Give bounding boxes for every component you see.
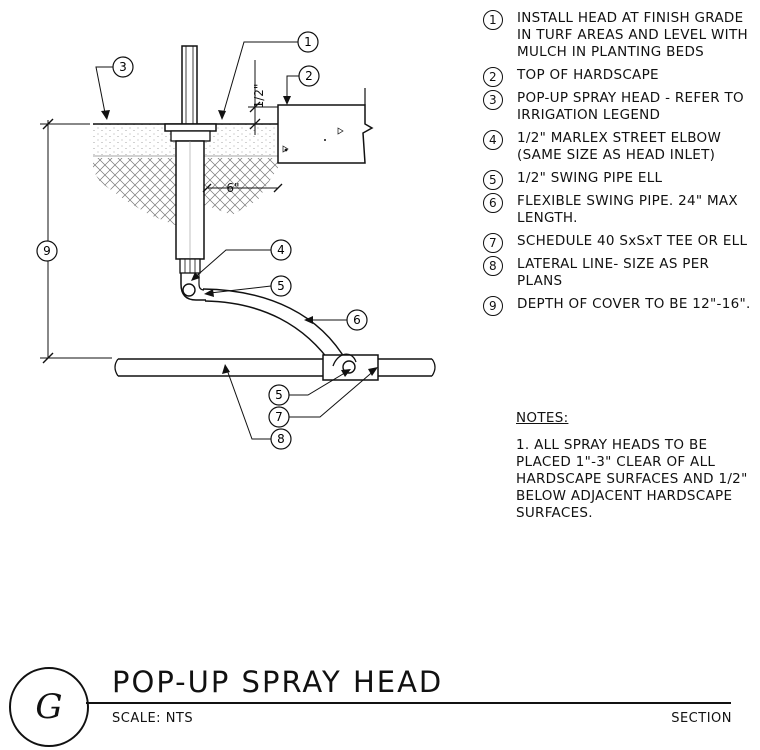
callout-5a-label: 5 — [277, 279, 285, 293]
callout-9: 9 — [36, 240, 58, 262]
callout-5b: 5 — [268, 369, 351, 406]
legend-text: 1/2" MARLEX STREET ELBOW (SAME SIZE AS H… — [517, 130, 722, 163]
legend-number: 1 — [483, 10, 503, 30]
callout-2-label: 2 — [305, 69, 313, 83]
callout-2: 2 — [283, 65, 320, 105]
legend-item: 6 FLEXIBLE SWING PIPE. 24" MAX LENGTH. — [483, 193, 753, 227]
legend-item: 7 SCHEDULE 40 SxSxT TEE OR ELL — [483, 233, 753, 253]
legend-number: 5 — [483, 170, 503, 190]
legend-number: 6 — [483, 193, 503, 213]
legend-item: 2 TOP OF HARDSCAPE — [483, 67, 753, 87]
detail-drawing: 6" 1/2" 1 2 3 4 5 — [36, 31, 436, 450]
legend: 1 INSTALL HEAD AT FINISH GRADE IN TURF A… — [483, 10, 753, 319]
callout-3: 3 — [95, 56, 134, 120]
lateral-line — [114, 358, 436, 377]
legend-number: 7 — [483, 233, 503, 253]
callout-3-label: 3 — [119, 60, 127, 74]
tee-fitting — [322, 353, 379, 381]
legend-text: TOP OF HARDSCAPE — [517, 67, 659, 83]
legend-item: 9 DEPTH OF COVER TO BE 12"-16". — [483, 296, 753, 316]
callout-7: 7 — [268, 367, 378, 428]
clearance-dimension: 6" — [202, 181, 283, 195]
legend-text: FLEXIBLE SWING PIPE. 24" MAX LENGTH. — [517, 193, 738, 226]
callout-1: 1 — [218, 31, 319, 120]
legend-number: 9 — [483, 296, 503, 316]
height-label: 1/2" — [252, 84, 266, 109]
callout-4: 4 — [191, 239, 292, 281]
callout-6: 6 — [304, 309, 368, 331]
legend-item: 1 INSTALL HEAD AT FINISH GRADE IN TURF A… — [483, 10, 753, 61]
notes-heading: NOTES: — [516, 410, 569, 426]
callout-8: 8 — [222, 364, 292, 450]
callout-4-label: 4 — [277, 243, 285, 257]
callout-8-label: 8 — [277, 432, 285, 446]
callout-1-label: 1 — [304, 35, 312, 49]
scale-label: SCALE: NTS — [112, 711, 194, 726]
pop-up-spray-head — [164, 45, 217, 274]
hardscape-slab — [277, 88, 374, 164]
legend-item: 5 1/2" SWING PIPE ELL — [483, 170, 753, 190]
detail-letter: G — [35, 687, 63, 727]
callout-5b-label: 5 — [275, 388, 283, 402]
view-label: SECTION — [671, 711, 732, 726]
legend-number: 2 — [483, 67, 503, 87]
legend-text: LATERAL LINE- SIZE AS PER PLANS — [517, 256, 710, 289]
title-block: G POP-UP SPRAY HEAD SCALE: NTS SECTION — [0, 650, 760, 750]
legend-item: 4 1/2" MARLEX STREET ELBOW (SAME SIZE AS… — [483, 130, 753, 164]
depth-dimension — [40, 118, 112, 364]
legend-item: 3 POP-UP SPRAY HEAD - REFER TO IRRIGATIO… — [483, 90, 753, 124]
legend-number: 4 — [483, 130, 503, 150]
legend-number: 3 — [483, 90, 503, 110]
flexible-swing-pipe — [202, 288, 348, 367]
legend-text: POP-UP SPRAY HEAD - REFER TO IRRIGATION … — [517, 90, 744, 123]
callout-9-label: 9 — [43, 244, 51, 258]
legend-text: SCHEDULE 40 SxSxT TEE OR ELL — [517, 233, 748, 249]
legend-text: 1/2" SWING PIPE ELL — [517, 170, 663, 186]
notes-text: 1. ALL SPRAY HEADS TO BE PLACED 1"-3" CL… — [516, 437, 748, 521]
legend-item: 8 LATERAL LINE- SIZE AS PER PLANS — [483, 256, 753, 290]
title-rule — [86, 702, 731, 704]
callout-5a: 5 — [204, 275, 292, 297]
detail-marker: G — [9, 667, 89, 747]
callout-7-label: 7 — [275, 410, 283, 424]
legend-text: INSTALL HEAD AT FINISH GRADE IN TURF ARE… — [517, 10, 748, 60]
height-dimension: 1/2" — [248, 60, 278, 135]
clearance-label: 6" — [226, 181, 239, 195]
drawing-title: POP-UP SPRAY HEAD — [112, 665, 444, 699]
callout-6-label: 6 — [353, 313, 361, 327]
legend-number: 8 — [483, 256, 503, 276]
legend-text: DEPTH OF COVER TO BE 12"-16". — [517, 296, 751, 312]
notes: NOTES: 1. ALL SPRAY HEADS TO BE PLACED 1… — [516, 410, 756, 522]
street-elbow — [180, 273, 206, 301]
